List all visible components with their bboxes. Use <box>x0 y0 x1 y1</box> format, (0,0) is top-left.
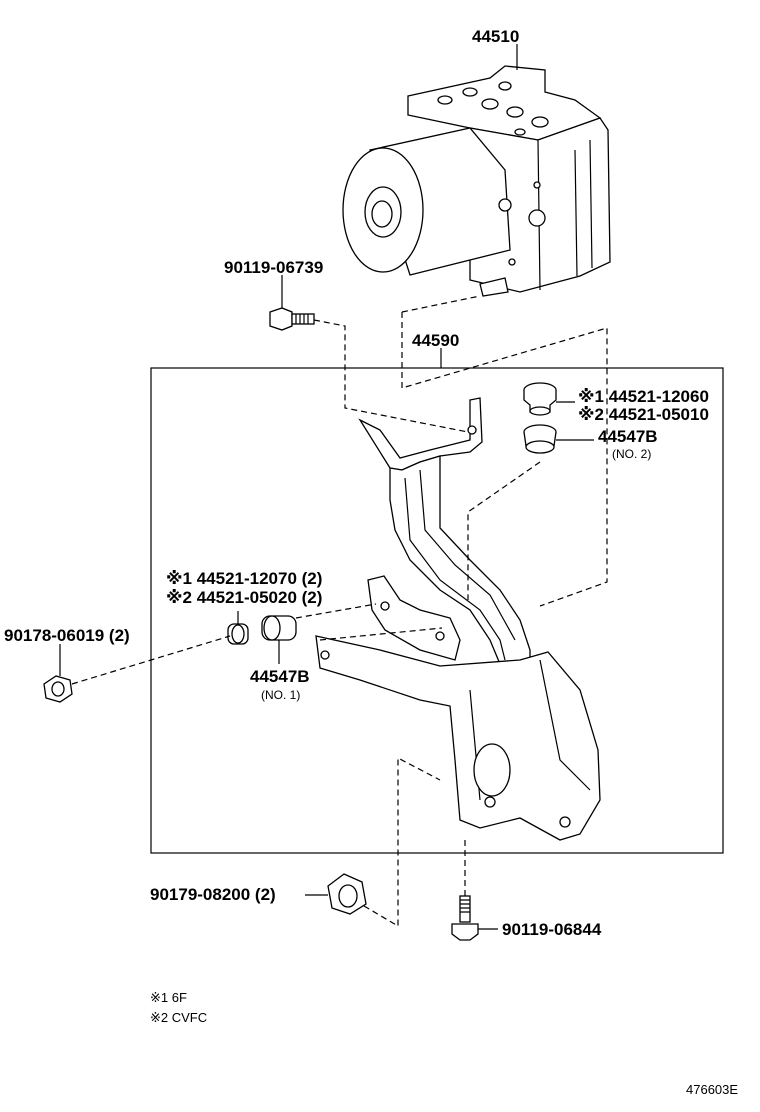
label-grommet-right: 44547B <box>598 427 658 446</box>
label-cushion-right-2: ※2 44521-05010 <box>578 405 709 424</box>
label-bolt-top: 90119-06739 <box>224 258 323 277</box>
label-actuator: 44510 <box>472 27 519 46</box>
bracket[interactable] <box>315 397 601 841</box>
label-grommet-left-sub: (NO. 1) <box>261 688 300 702</box>
label-cushion-right-1: ※1 44521-12060 <box>578 387 709 406</box>
label-grommet-left: 44547B <box>250 667 310 686</box>
label-cushion-left-1: ※1 44521-12070 (2) <box>166 569 322 588</box>
label-nut-left: 90178-06019 (2) <box>4 626 130 645</box>
label-cushion-left-2: ※2 44521-05020 (2) <box>166 588 322 607</box>
nut-bottom[interactable] <box>327 873 367 915</box>
note-1: ※1 6F <box>150 990 187 1005</box>
bolt-top[interactable] <box>269 307 315 331</box>
abs-actuator[interactable] <box>342 65 611 297</box>
label-nut-bottom: 90179-08200 (2) <box>150 885 276 904</box>
assembly-frame <box>150 367 724 854</box>
nut-left[interactable] <box>43 675 73 703</box>
label-bracket: 44590 <box>412 331 459 350</box>
note-2: ※2 CVFC <box>150 1010 207 1025</box>
grommet-right[interactable] <box>523 424 557 454</box>
grommet-left[interactable] <box>261 615 297 641</box>
cushion-left[interactable] <box>227 623 249 645</box>
bolt-bottom[interactable] <box>451 895 479 941</box>
label-grommet-right-sub: (NO. 2) <box>612 447 651 461</box>
label-bolt-bottom: 90119-06844 <box>502 920 602 939</box>
cushion-right[interactable] <box>523 382 557 416</box>
diagram-id: 476603E <box>686 1082 738 1097</box>
